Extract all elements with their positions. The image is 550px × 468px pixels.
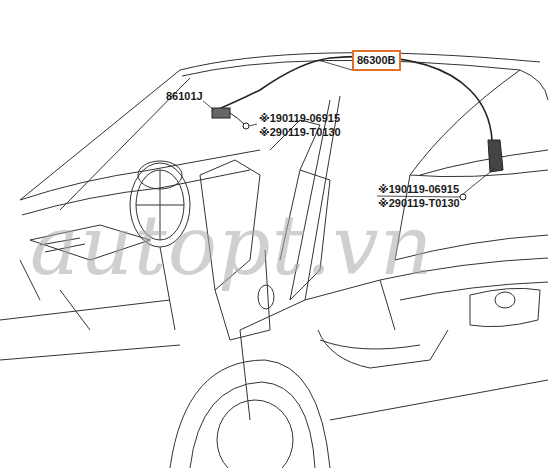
part-number: ※190119-06915 bbox=[259, 112, 340, 124]
part-number: 86101J bbox=[166, 90, 203, 102]
watermark: autopt.vn bbox=[30, 198, 434, 293]
part-number: ※190119-06915 bbox=[378, 183, 459, 195]
part-number: 86300B bbox=[357, 54, 396, 66]
part-number: ※290119-T0130 bbox=[259, 126, 341, 138]
part-number-box: 86300B bbox=[352, 50, 401, 71]
